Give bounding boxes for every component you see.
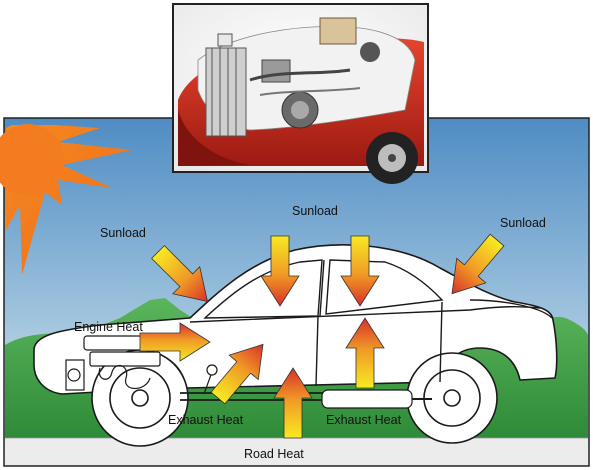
sunload-label-center: Sunload	[292, 204, 338, 218]
front-window	[203, 259, 323, 319]
inset-engine-photo	[172, 3, 429, 184]
rear-window	[325, 259, 444, 315]
road-heat-label: Road Heat	[244, 447, 304, 461]
road-strip	[5, 438, 588, 465]
engine-and-exhaust-details	[65, 335, 432, 409]
exhaust-heat-label-left: Exhaust Heat	[168, 413, 244, 427]
sun-icon	[0, 124, 132, 275]
sunload-label-left: Sunload	[100, 226, 146, 240]
main-panel: Sunload Sunload Sunload Engine Heat Exha…	[0, 117, 590, 467]
sunload-label-right: Sunload	[500, 216, 546, 230]
engine-heat-label: Engine Heat	[74, 320, 143, 334]
exhaust-heat-label-right: Exhaust Heat	[326, 413, 402, 427]
